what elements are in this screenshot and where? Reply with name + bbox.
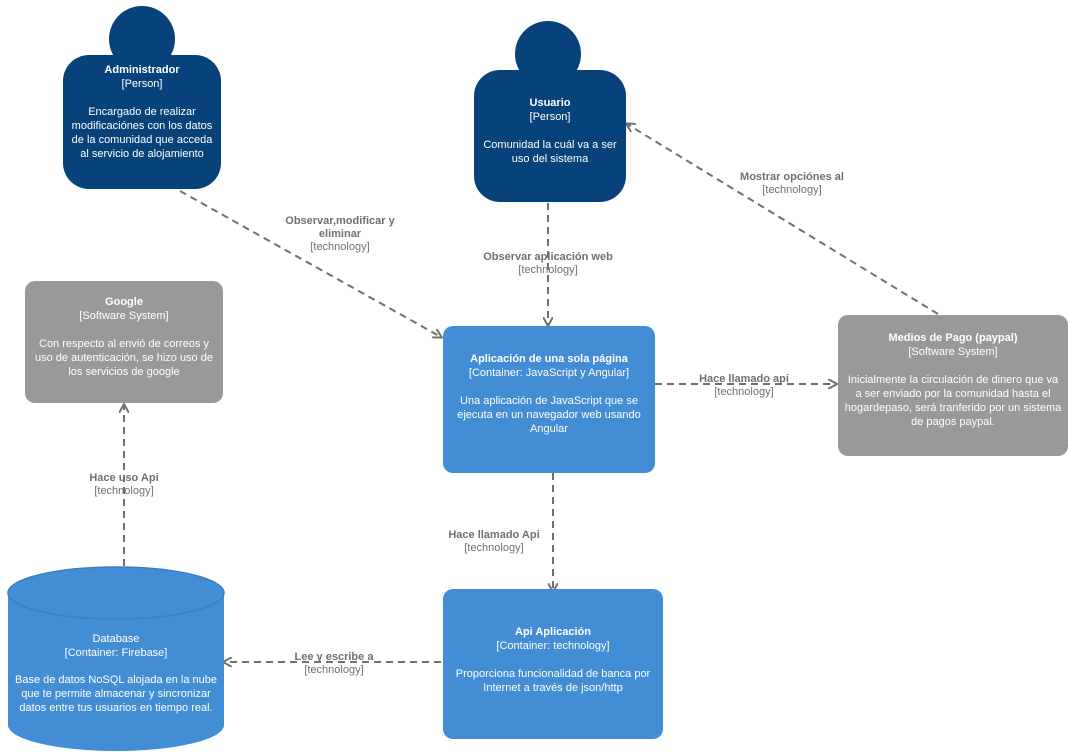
edge-label-text: Hace llamado api xyxy=(699,373,789,385)
edge-label-admin-spa: Observar,modificar y eliminar [technolog… xyxy=(270,215,410,254)
edge-label-tech: [technology] xyxy=(310,241,370,253)
person-administrador[interactable]: Administrador [Person] Encargado de real… xyxy=(63,55,221,189)
edge-label-text: Hace llamado Api xyxy=(448,529,540,541)
node-type: [Person] xyxy=(121,78,163,90)
edge-label-tech: [technology] xyxy=(518,264,578,276)
node-type: [Software System] xyxy=(79,310,169,322)
edge-label-text: Hace uso Api xyxy=(89,472,159,484)
edge-label-text: Observar aplicación web xyxy=(483,251,613,263)
edge-label-tech: [technology] xyxy=(94,485,154,497)
node-name: Api Aplicación xyxy=(515,626,591,638)
edge-label-spa-api: Hace llamado Api [technology] xyxy=(436,529,552,555)
node-name: Administrador xyxy=(104,64,180,76)
edge-label-text: Lee y escribe a xyxy=(294,651,374,663)
node-name: Google xyxy=(105,296,143,308)
container-spa[interactable]: Aplicación de una sola página [Container… xyxy=(443,326,655,473)
container-database[interactable]: Database [Container: Firebase] Base de d… xyxy=(8,624,224,746)
edge-label-usuario-spa: Observar aplicación web [technology] xyxy=(468,251,628,277)
node-type: [Person] xyxy=(529,111,571,123)
node-type: [Container: JavaScript y Angular] xyxy=(468,367,630,379)
node-description: Una aplicación de JavaScript que se ejec… xyxy=(457,395,641,435)
node-description: Encargado de realizar modificaciónes con… xyxy=(71,106,213,160)
node-name: Usuario xyxy=(529,97,571,109)
edge-label-tech: [technology] xyxy=(464,542,524,554)
edge-label-tech: [technology] xyxy=(304,664,364,676)
edge-pago-usuario xyxy=(627,124,939,315)
edge-label-tech: [technology] xyxy=(714,386,774,398)
edge-label-db-google: Hace uso Api [technology] xyxy=(70,472,178,498)
node-description: Con respecto al envió de correos y uso d… xyxy=(35,338,213,378)
node-description: Base de datos NoSQL alojada en la nube q… xyxy=(14,674,218,714)
node-type: [Software System] xyxy=(908,346,998,358)
system-medios-de-pago[interactable]: Medios de Pago (paypal) [Software System… xyxy=(838,315,1068,456)
container-api[interactable]: Api Aplicación [Container: technology] P… xyxy=(443,589,663,739)
node-type: [Container: Firebase] xyxy=(64,647,168,659)
node-name: Database xyxy=(92,633,140,645)
edge-label-text: Observar,modificar y eliminar xyxy=(285,215,395,240)
edge-admin-spa xyxy=(179,190,441,337)
node-name: Aplicación de una sola página xyxy=(470,353,628,365)
edge-label-api-db: Lee y escribe a [technology] xyxy=(276,651,392,677)
node-description: Proporciona funcionalidad de banca por I… xyxy=(455,668,651,694)
system-google[interactable]: Google [Software System] Con respecto al… xyxy=(25,281,223,403)
database-cylinder-shape xyxy=(7,566,225,751)
edge-label-text: Mostrar opciónes al xyxy=(740,171,844,183)
node-type: [Container: technology] xyxy=(496,640,610,652)
edge-label-tech: [technology] xyxy=(762,184,822,196)
edge-label-pago-usuario: Mostrar opciónes al [technology] xyxy=(722,171,862,197)
person-usuario[interactable]: Usuario [Person] Comunidad la cuál va a … xyxy=(474,70,626,202)
edge-label-spa-pago: Hace llamado api [technology] xyxy=(684,373,804,399)
node-description: Comunidad la cuál va a ser uso del siste… xyxy=(483,139,617,165)
node-description: Inicialmente la circulación de dinero qu… xyxy=(844,374,1062,428)
node-name: Medios de Pago (paypal) xyxy=(888,332,1018,344)
